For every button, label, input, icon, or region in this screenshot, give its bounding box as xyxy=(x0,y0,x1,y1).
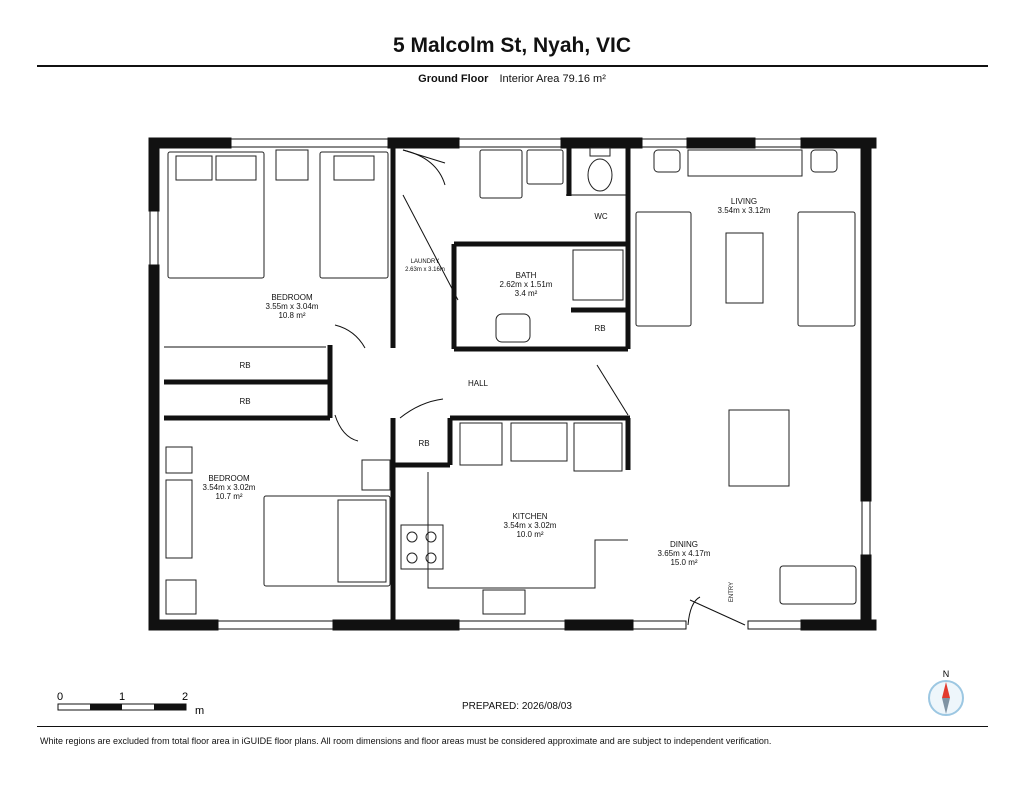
kitchen-sink-icon xyxy=(482,589,526,615)
room-labels: BEDROOM 3.55m x 3.04m 10.8 m² LAUNDRY 2.… xyxy=(203,197,771,602)
room-area: 10.8 m² xyxy=(278,311,305,320)
footer-divider xyxy=(37,726,988,727)
interior-walls xyxy=(164,148,631,620)
bed-icon xyxy=(319,151,389,279)
scale-unit: m xyxy=(195,705,204,717)
room-area: 15.0 m² xyxy=(670,558,697,567)
closet-rails xyxy=(164,194,626,418)
room-name: WC xyxy=(594,212,608,221)
dresser-icon xyxy=(165,479,193,559)
kitchen-cabinet-icon xyxy=(459,422,503,466)
room-name: BATH xyxy=(516,271,537,280)
sofa-icon xyxy=(635,211,692,327)
side-table-icon xyxy=(810,149,838,173)
scale-tick-0: 0 xyxy=(57,691,63,703)
side-table-icon xyxy=(653,149,681,173)
north-arrow-icon: N xyxy=(928,669,964,716)
nightstand-icon xyxy=(361,459,391,491)
closet-label: RB xyxy=(594,324,605,333)
windows xyxy=(149,138,871,630)
room-dims: 3.54m x 3.02m xyxy=(203,483,256,492)
room-dims: 2.62m x 1.51m xyxy=(500,280,553,289)
shower-icon xyxy=(572,249,624,301)
room-dims: 3.54m x 3.02m xyxy=(504,521,557,530)
nightstand-icon xyxy=(275,149,309,181)
closet-label: RB xyxy=(239,361,250,370)
bed-icon xyxy=(263,495,391,587)
sofa-icon xyxy=(797,211,856,327)
cabinet-icon xyxy=(165,579,197,615)
tv-unit-icon xyxy=(687,149,803,177)
closet-label: RB xyxy=(418,439,429,448)
dining-table-icon xyxy=(728,409,790,487)
plan-title: 5 Malcolm St, Nyah, VIC xyxy=(392,34,632,57)
room-name: LAUNDRY xyxy=(411,259,440,265)
fixtures xyxy=(165,147,857,615)
room-area: 3.4 m² xyxy=(515,289,538,298)
entry-label: ENTRY xyxy=(729,582,735,602)
room-name: KITCHEN xyxy=(512,512,547,521)
room-dims: 3.54m x 3.12m xyxy=(718,206,771,215)
stove-icon xyxy=(400,524,444,570)
fridge-icon xyxy=(510,422,568,462)
desk-icon xyxy=(779,565,857,605)
compass-north-label: N xyxy=(943,669,950,679)
header-divider xyxy=(37,65,988,67)
disclaimer-text: White regions are excluded from total fl… xyxy=(40,736,772,746)
room-dims: 3.65m x 4.17m xyxy=(658,549,711,558)
door-swings xyxy=(334,149,746,626)
room-name: BEDROOM xyxy=(208,474,250,483)
interior-area: Interior Area 79.16 m² xyxy=(499,73,606,85)
room-area: 10.7 m² xyxy=(215,492,242,501)
room-name: DINING xyxy=(670,540,698,549)
bed-icon xyxy=(167,151,265,279)
floor-name: Ground Floor xyxy=(418,73,489,85)
washer-icon xyxy=(479,149,523,199)
toilet-icon xyxy=(587,158,613,192)
prepared-date: PREPARED: 2026/08/03 xyxy=(462,701,572,712)
toilet-tank-icon xyxy=(589,147,611,157)
exterior-walls xyxy=(148,137,877,631)
room-name: HALL xyxy=(468,379,489,388)
room-dims: 3.55m x 3.04m xyxy=(266,302,319,311)
scale-tick-1: 1 xyxy=(119,691,125,703)
cabinet-icon xyxy=(165,446,193,474)
room-area: 10.0 m² xyxy=(516,530,543,539)
room-dims: 2.63m x 3.16m xyxy=(405,267,445,273)
bathroom-sink-icon xyxy=(495,313,531,343)
scale-tick-2: 2 xyxy=(182,691,188,703)
room-name: BEDROOM xyxy=(271,293,313,302)
room-name: LIVING xyxy=(731,197,757,206)
floor-subtitle: Ground Floor Interior Area 79.16 m² xyxy=(0,73,1024,85)
laundry-sink-icon xyxy=(526,149,564,185)
kitchen-cabinet-icon xyxy=(573,422,623,472)
closet-label: RB xyxy=(239,397,250,406)
scale-bar: 0 1 2 m xyxy=(57,691,204,717)
kitchen-counter xyxy=(427,472,628,589)
coffee-table-icon xyxy=(725,232,764,304)
